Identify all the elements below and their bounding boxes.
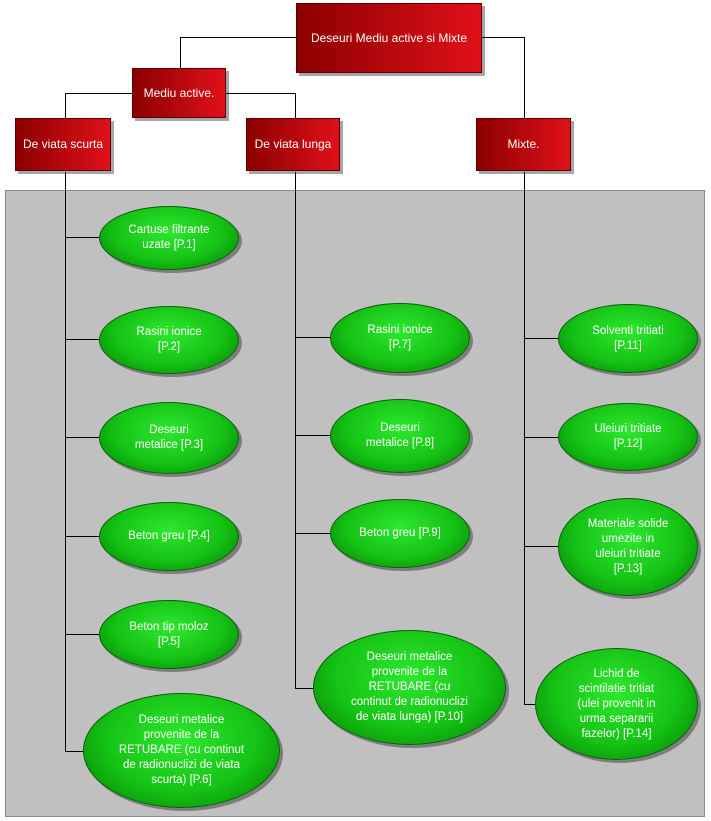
item-p13-label: Materiale solide umezite in uleiuri trit… <box>587 518 669 575</box>
item-p7-oval[interactable]: Rasini ionice [P.7] <box>330 303 470 373</box>
item-p6-label: Deseuri metalice provenite de la RETUBAR… <box>118 714 245 786</box>
connector <box>226 93 296 94</box>
item-p8-oval[interactable]: Deseuri metalice [P.8] <box>330 399 470 473</box>
item-p13-oval[interactable]: Materiale solide umezite in uleiuri trit… <box>558 498 698 596</box>
connector <box>65 536 99 537</box>
connector <box>295 93 296 118</box>
connector <box>65 339 99 340</box>
item-p10-label: Deseuri metalice provenite de la RETUBAR… <box>351 651 468 723</box>
connector <box>295 172 296 689</box>
item-p12-oval[interactable]: Uleiuri tritiate [P.12] <box>558 403 698 471</box>
connector <box>65 237 99 238</box>
item-p2-oval[interactable]: Rasini ionice [P.2] <box>99 306 239 374</box>
viata-scurta-label: De viata scurta <box>22 137 104 151</box>
mediu-active-label: Mediu active. <box>143 85 215 100</box>
connector <box>524 437 558 438</box>
item-p6-oval[interactable]: Deseuri metalice provenite de la RETUBAR… <box>83 693 280 808</box>
item-p1-oval[interactable]: Cartuse filtrante uzate [P.1] <box>99 206 239 270</box>
item-p4-oval[interactable]: Beton greu [P.4] <box>99 502 239 571</box>
item-p1-label: Cartuse filtrante uzate [P.1] <box>128 224 210 251</box>
viata-lunga-label: De viata lunga <box>254 137 332 151</box>
connector <box>65 172 66 752</box>
mediu-active-box[interactable]: Mediu active. <box>132 68 226 118</box>
connector <box>295 435 330 436</box>
connector <box>65 93 66 118</box>
connector <box>482 37 524 38</box>
viata-scurta-box[interactable]: De viata scurta <box>15 118 111 171</box>
item-p7-label: Rasini ionice [P.7] <box>367 324 433 351</box>
item-p14-label: Lichid de scintilatie tritiat (ulei prov… <box>577 667 656 740</box>
item-p10-oval[interactable]: Deseuri metalice provenite de la RETUBAR… <box>313 630 506 745</box>
connector <box>295 533 330 534</box>
connector <box>65 437 99 438</box>
connector <box>65 751 83 752</box>
item-p2-label: Rasini ionice [P.2] <box>136 326 202 353</box>
mixte-box[interactable]: Mixte. <box>476 118 571 171</box>
item-p5-oval[interactable]: Beton tip moloz [P.5] <box>99 600 239 669</box>
connector <box>65 634 99 635</box>
root-box[interactable]: Deseuri Mediu active si Mixte <box>296 3 482 73</box>
item-p5-label: Beton tip moloz [P.5] <box>129 620 209 648</box>
connector <box>180 37 181 68</box>
item-p11-label: Solventi tritiati [P.11] <box>592 324 664 352</box>
connector <box>180 37 296 38</box>
item-p11-oval[interactable]: Solventi tritiati [P.11] <box>558 304 698 373</box>
connector <box>524 172 525 704</box>
mixte-label: Mixte. <box>507 137 540 151</box>
root-label: Deseuri Mediu active si Mixte <box>310 30 468 45</box>
connector <box>295 337 330 338</box>
connector <box>524 546 558 547</box>
connector <box>295 688 313 689</box>
item-p3-label: Deseuri metalice [P.3] <box>134 424 204 451</box>
connector <box>524 338 558 339</box>
item-p12-label: Uleiuri tritiate [P.12] <box>594 423 662 450</box>
item-p14-oval[interactable]: Lichid de scintilatie tritiat (ulei prov… <box>535 648 698 760</box>
connector <box>65 93 132 94</box>
connector <box>524 704 535 705</box>
item-p9-oval[interactable]: Beton greu [P.9] <box>330 499 470 568</box>
item-p9-label: Beton greu [P.9] <box>359 527 441 539</box>
item-p3-oval[interactable]: Deseuri metalice [P.3] <box>99 402 239 474</box>
connector <box>524 37 525 118</box>
item-p4-label: Beton greu [P.4] <box>128 530 210 542</box>
viata-lunga-box[interactable]: De viata lunga <box>246 118 340 171</box>
item-p8-label: Deseuri metalice [P.8] <box>365 422 435 449</box>
